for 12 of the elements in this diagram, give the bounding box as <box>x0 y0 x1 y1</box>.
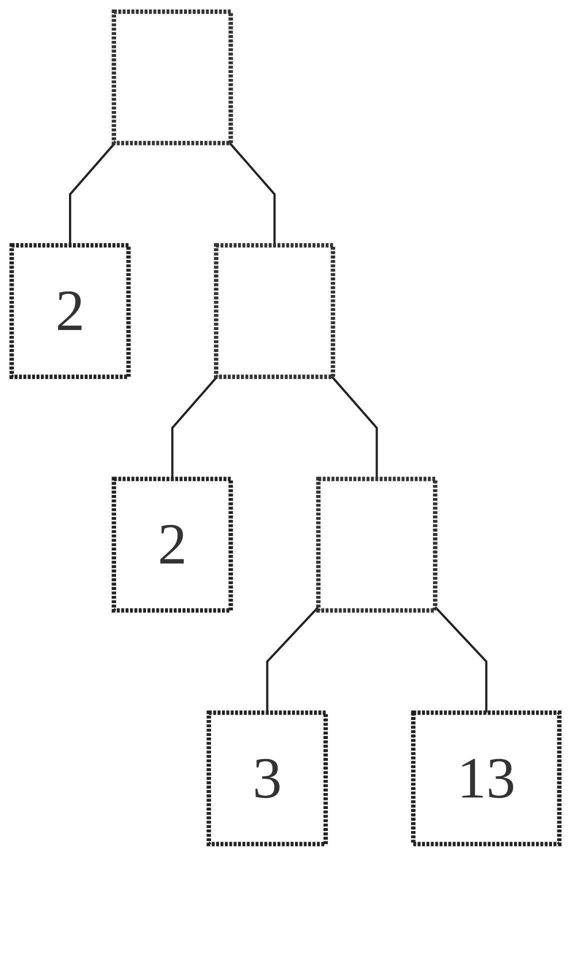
node-box: 2 <box>10 243 131 379</box>
connector <box>434 606 488 713</box>
connector <box>171 376 218 479</box>
node-box <box>316 476 438 613</box>
node-box: 13 <box>411 710 562 846</box>
node-box: 2 <box>112 476 233 613</box>
node-box <box>214 243 336 379</box>
connector <box>229 142 276 246</box>
connector <box>331 376 378 479</box>
node-box: 3 <box>206 710 328 846</box>
connector <box>266 606 320 713</box>
node-box <box>112 10 233 146</box>
